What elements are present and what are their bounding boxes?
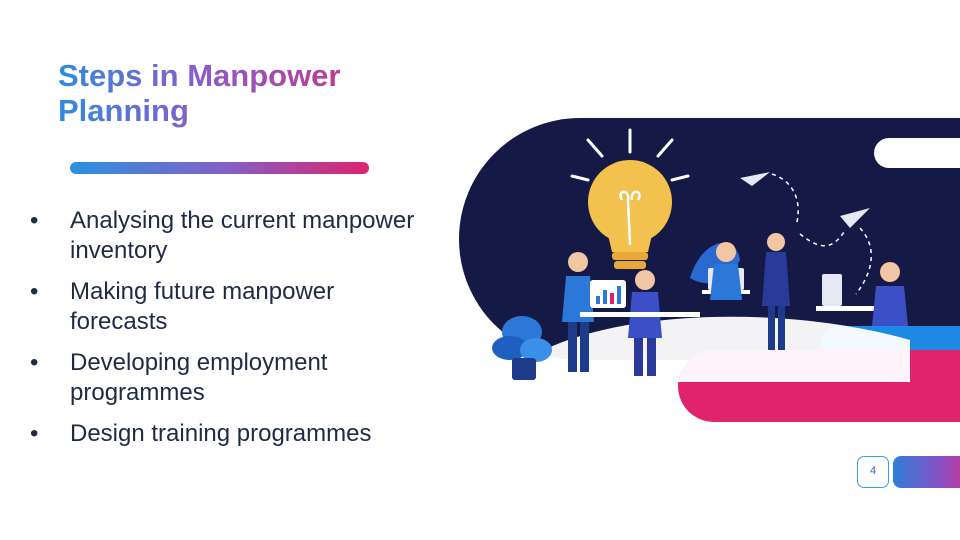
bullet-marker: • [30,207,39,234]
desk-right [816,306,902,311]
bullet-list: • Analysing the current manpower inventor… [30,206,430,460]
bullet-text: Design training programmes [70,420,372,447]
chart-monitor-icon [590,280,626,308]
page-number: 4 [857,456,889,488]
person-presenter [562,252,594,372]
person-right [872,262,908,326]
bullet-item: • Design training programmes [30,419,430,449]
bullet-marker: • [30,278,39,305]
desk [580,312,700,317]
monitor-right [822,274,842,306]
bullet-marker: • [30,420,39,447]
person-standing [762,233,790,350]
bullet-text: Analysing the current manpower inventory [70,207,415,264]
title-accent-bar [70,162,369,174]
floor-mound [500,316,910,382]
bullet-item: • Developing employment programmes [30,348,430,408]
bullet-item: • Analysing the current manpower inventor… [30,206,430,266]
bullet-text: Making future manpower forecasts [70,278,335,335]
teamwork-illustration [459,118,960,422]
paper-plane-icon [740,172,872,295]
bullet-marker: • [30,349,39,376]
slide-title: Steps in Manpower Planning [58,58,418,128]
person-woman [710,242,742,300]
white-pill [874,138,960,168]
page-tab-accent [893,456,960,488]
lightbulb-icon [570,128,690,269]
bullet-text: Developing employment programmes [70,349,328,406]
bullet-item: • Making future manpower forecasts [30,277,430,337]
